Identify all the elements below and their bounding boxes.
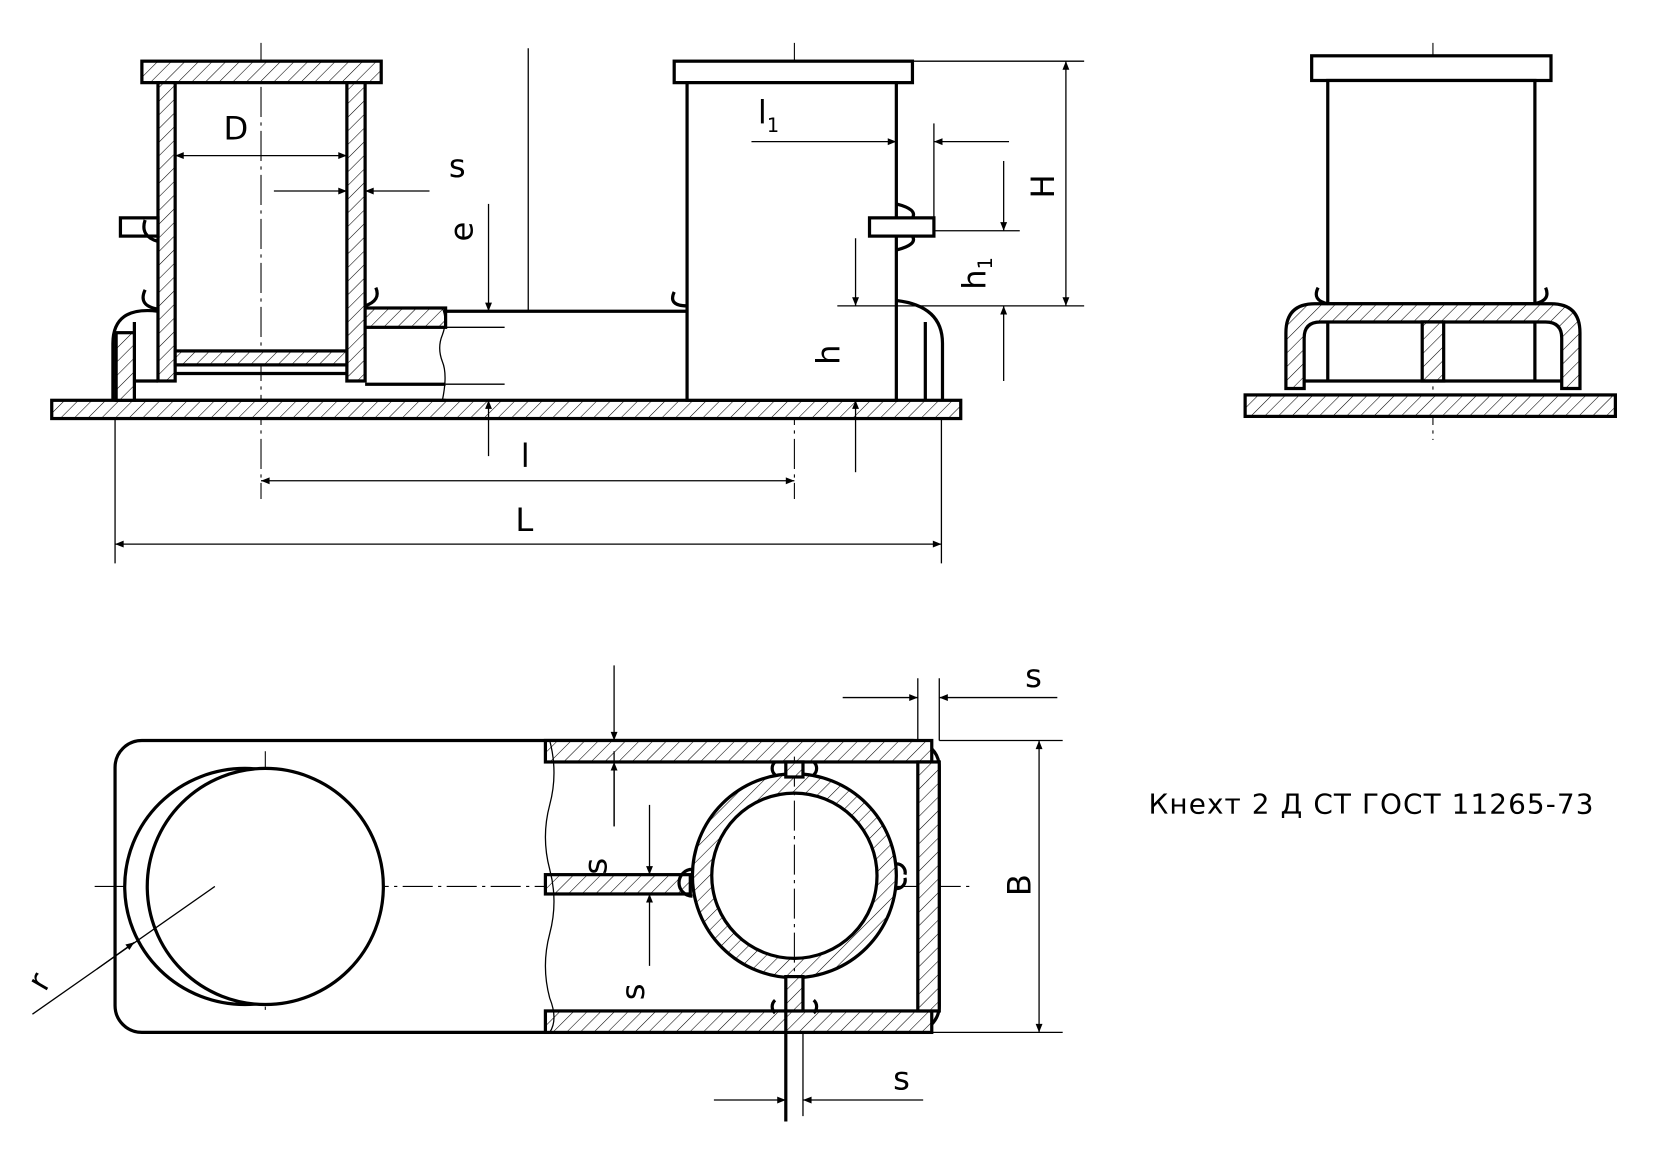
top-view: s s s s B r [19, 657, 1063, 1122]
dim-l1-label: l1 [758, 93, 779, 137]
dim-D-label: D [223, 110, 248, 148]
bottom-web [543, 1009, 934, 1035]
dim-e-label: e [442, 222, 480, 242]
end-plate [916, 760, 941, 1013]
dim-h1-label: h1 [955, 257, 996, 290]
left-cap [140, 59, 383, 85]
side-view [1243, 42, 1617, 441]
dim-H-label: H [1024, 174, 1062, 198]
dim-s-label-5: s [893, 1059, 910, 1097]
left-tube-wall [156, 81, 177, 383]
left-stud [118, 216, 160, 238]
designation-caption: Кнехт 2 Д СТ ГОСТ 11265-73 [1149, 787, 1595, 820]
right-tube [685, 81, 898, 402]
dim-s-label-2: s [577, 858, 615, 875]
right-tube-wall [345, 81, 367, 383]
beam-flange [363, 306, 448, 329]
right-cap [672, 59, 915, 85]
side-tube [1326, 78, 1537, 306]
dim-h-label: h [809, 344, 847, 364]
dim-L-label: L [515, 501, 533, 539]
dim-l-label: l [521, 437, 530, 475]
dim-B-label: B [1000, 874, 1038, 896]
dim-r-label: r [19, 966, 59, 997]
bollard-top-circle [145, 766, 385, 1007]
right-stud [867, 216, 936, 238]
dim-s-label-1: s [449, 147, 466, 185]
dim-s-label-3: s [614, 983, 652, 1000]
center-rib [543, 873, 692, 896]
base-plate [50, 398, 963, 421]
side-cap [1310, 54, 1553, 83]
side-base-plate [1243, 393, 1617, 419]
top-web [543, 738, 934, 764]
inner-plate [173, 349, 349, 367]
dim-s-label-4: s [1025, 657, 1042, 695]
front-view: D s e l L H h h1 l1 [50, 42, 1085, 564]
